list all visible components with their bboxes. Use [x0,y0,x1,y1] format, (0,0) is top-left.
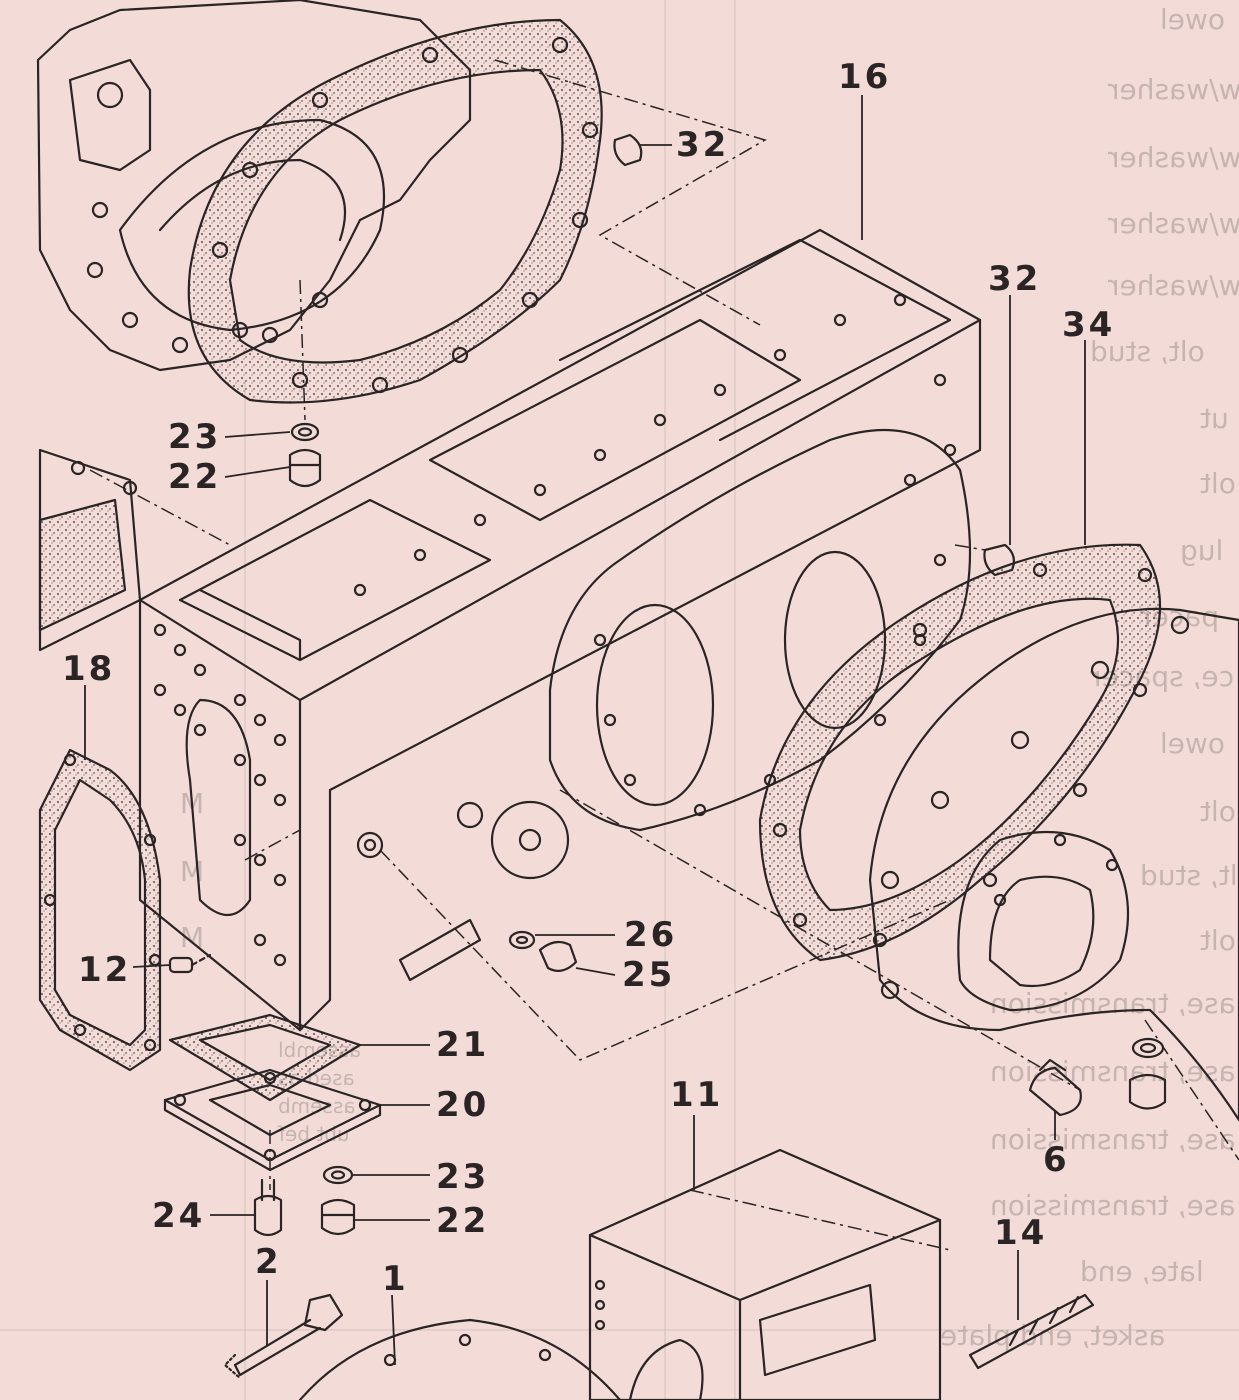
case-1 [298,1318,622,1400]
plug-right [1128,1073,1167,1110]
leader-lines [84,95,1086,1366]
plug-25 [538,940,578,973]
callout-16: 16 [838,57,892,97]
dowel-12 [168,953,212,974]
callout-11: 11 [670,1075,724,1115]
end-plate-case [868,607,1239,1122]
side-plate-left [38,448,142,652]
drain-plug-24 [253,1178,283,1237]
callout-12: 12 [78,950,132,990]
dowel-32-top [613,133,643,167]
callout-22-top: 22 [168,457,222,497]
callout-23-top: 23 [168,417,222,457]
plug-6 [1028,1058,1082,1117]
alignment-lines [89,59,1239,1251]
callout-18: 18 [62,649,116,689]
washer-23-top [290,422,320,442]
callout-21: 21 [436,1025,490,1065]
callout-2: 2 [255,1242,282,1282]
callout-26: 26 [624,915,678,955]
transmission-case [138,228,982,1032]
plug-22-bottom [320,1198,356,1236]
callout-34: 34 [1062,305,1116,345]
callout-22-bottom: 22 [436,1201,490,1241]
callout-1: 1 [382,1259,409,1299]
gasket-right [758,543,1161,962]
case-11 [588,1148,942,1400]
gasket-left-18 [38,748,162,1072]
callout-25: 25 [622,955,676,995]
stud-14 [968,1293,1095,1370]
gasket-upper [187,18,603,404]
clutch-housing [36,0,472,372]
bolt-2 [223,1293,344,1380]
cover-plate-20 [163,1068,382,1172]
washer-right [1131,1037,1165,1059]
callout-32-top: 32 [676,125,730,165]
callout-24: 24 [152,1196,206,1236]
dowel-32-right [983,543,1015,577]
callout-32-right: 32 [988,259,1042,299]
callout-23-bottom: 23 [436,1157,490,1197]
washer-26 [508,930,536,950]
washer-23-bottom [322,1165,354,1185]
callout-20: 20 [436,1085,490,1125]
plug-22-top [288,448,322,488]
callout-6: 6 [1043,1140,1070,1180]
callout-14: 14 [994,1213,1048,1253]
